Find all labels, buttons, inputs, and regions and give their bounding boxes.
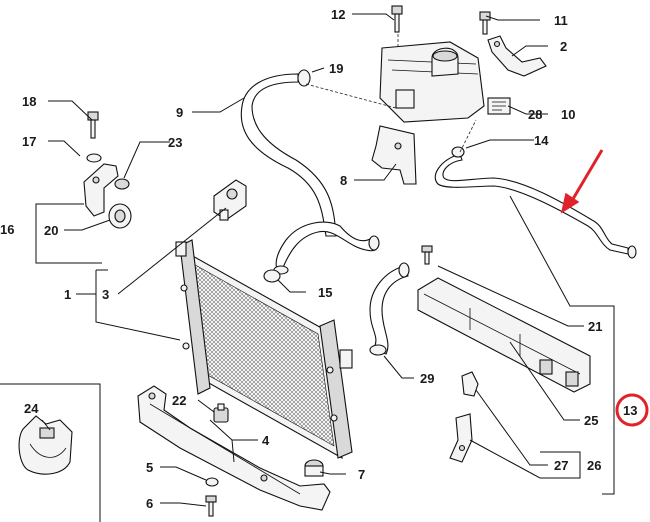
- hose-clamp-part-24: [18, 415, 73, 475]
- callout-29: 29: [420, 371, 434, 386]
- red-arrow-indicator: [560, 149, 604, 214]
- lower-crossmember-part-4: [137, 385, 331, 511]
- highlight-circle-13: [615, 393, 649, 427]
- bolt-part-12: [391, 5, 403, 33]
- side-bracket-part-16: [83, 163, 119, 217]
- washer-part-17: [86, 153, 102, 163]
- hose-part-mid: [273, 221, 380, 275]
- callout-27: 27: [554, 458, 568, 473]
- bolt-part-6: [205, 495, 217, 517]
- clamp-part-14: [451, 146, 465, 158]
- pipe-part-13: [434, 153, 637, 259]
- bushing-part-23: [114, 178, 130, 190]
- callout-labels: 12 11 2 19 9 28 10 14 18 17 23 16 20 8 1…: [0, 7, 637, 511]
- grommet-part-20: [108, 203, 132, 229]
- callout-28: 28: [528, 107, 542, 122]
- hose-part-9: [240, 73, 337, 237]
- callout-14: 14: [534, 133, 549, 148]
- callout-18: 18: [22, 94, 36, 109]
- callout-22: 22: [172, 393, 186, 408]
- upper-fitting-part-3: [213, 179, 247, 221]
- callout-24: 24: [24, 401, 39, 416]
- bolt-part-18: [87, 111, 99, 139]
- hose-part-29: [369, 262, 410, 356]
- radiator: [175, 239, 353, 460]
- clamp-part-19: [297, 69, 311, 87]
- callout-26: 26: [587, 458, 601, 473]
- callout-13: 13: [623, 403, 637, 418]
- callout-7: 7: [358, 467, 365, 482]
- callout-23: 23: [168, 135, 182, 150]
- callout-16: 16: [0, 222, 14, 237]
- air-duct-part-25: [417, 277, 591, 393]
- callout-21: 21: [588, 319, 602, 334]
- callout-25: 25: [584, 413, 598, 428]
- callout-2: 2: [560, 39, 567, 54]
- mount-part-7: [304, 459, 324, 477]
- callout-20: 20: [44, 223, 58, 238]
- callout-1: 1: [64, 287, 71, 302]
- bolt-part-11: [479, 11, 491, 35]
- callout-12: 12: [331, 7, 345, 22]
- washer-part-5: [205, 477, 219, 487]
- tank-bracket-part-2: [487, 35, 547, 77]
- callout-9: 9: [176, 105, 183, 120]
- leader-lines: [0, 13, 615, 522]
- callout-4: 4: [262, 433, 270, 448]
- callout-6: 6: [146, 496, 153, 511]
- callout-8: 8: [340, 173, 347, 188]
- callout-19: 19: [329, 61, 343, 76]
- callout-17: 17: [22, 134, 36, 149]
- clip-part-27: [461, 371, 479, 397]
- mount-part-22: [213, 403, 229, 423]
- label-plate-part-28: [487, 97, 511, 115]
- bracket-part-26: [449, 413, 473, 463]
- callout-5: 5: [146, 460, 153, 475]
- bolt-part-21: [421, 245, 433, 265]
- callout-3: 3: [102, 287, 109, 302]
- tank-strap-part-8: [371, 125, 417, 185]
- clamp-part-15: [263, 269, 281, 283]
- expansion-tank-part-10: [379, 41, 485, 123]
- callout-10: 10: [561, 107, 575, 122]
- callout-15: 15: [318, 285, 332, 300]
- callout-11: 11: [554, 13, 568, 28]
